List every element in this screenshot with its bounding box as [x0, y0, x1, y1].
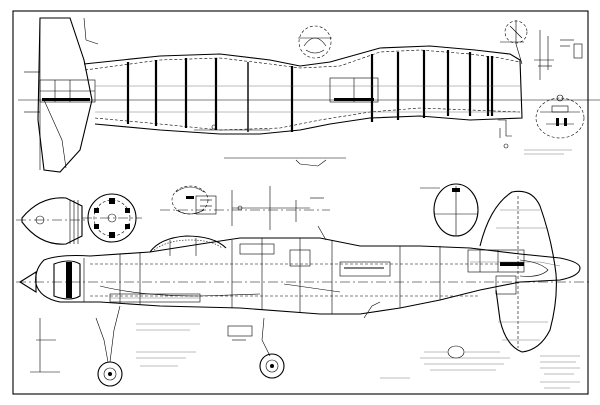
notes-block-right	[540, 355, 580, 389]
right-edge-rib-detail	[534, 30, 583, 80]
vertical-stab-front-view	[420, 183, 479, 237]
emblem-circle	[298, 25, 332, 59]
canopy-former-detail	[535, 94, 585, 139]
fin-rudder-side-view	[479, 190, 557, 353]
sheet-border	[12, 10, 589, 395]
nose-front-view	[82, 193, 142, 243]
fuselage-side-view	[16, 235, 590, 319]
cowl-side-section	[16, 197, 88, 245]
main-landing-gear	[30, 305, 123, 387]
spar-joint-detail	[498, 119, 572, 155]
former-cross-sections	[160, 185, 330, 241]
title-block	[380, 345, 510, 379]
wing-plan-view	[18, 17, 600, 173]
gear-detail-right	[227, 317, 285, 379]
tail-wheel-detail	[500, 20, 528, 65]
hardware-notes-left	[136, 323, 200, 367]
